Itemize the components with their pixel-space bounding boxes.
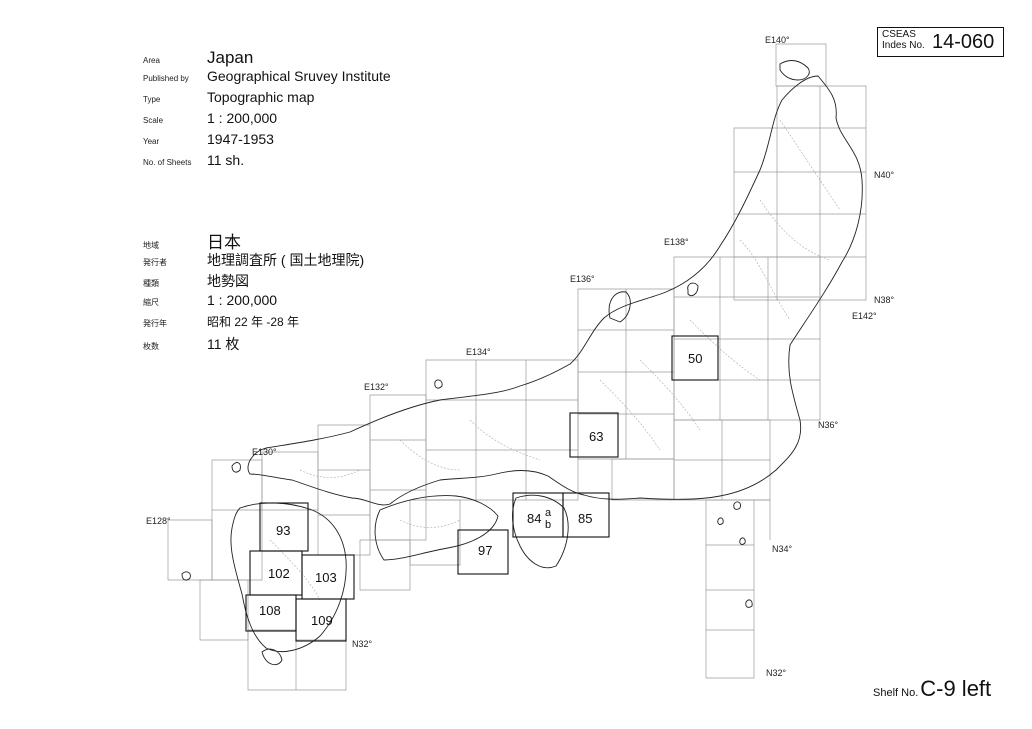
sheet-number-50: 50: [688, 351, 702, 366]
sheet-grid: [167, 43, 867, 691]
index-label: Indes No.: [882, 40, 925, 51]
jp-row-type: 種類 地勢図: [143, 271, 249, 291]
info-value: 11 sh.: [207, 152, 245, 168]
coord-n36: N36°: [818, 420, 839, 430]
info-row-publisher: Published by Geographical Sruvey Institu…: [143, 68, 391, 84]
info-label: No. of Sheets: [143, 158, 192, 167]
sheet-number-93: 93: [276, 523, 290, 538]
info-label: Type: [143, 95, 161, 104]
sheet-frame-109: [295, 598, 347, 642]
coastline: [181, 60, 863, 666]
info-row-area: Area Japan: [143, 48, 253, 68]
coord-e138: E138°: [664, 237, 689, 247]
jp-label: 発行者: [143, 258, 167, 267]
jp-row-area: 地域 日本: [143, 228, 241, 253]
sheet-number-103: 103: [315, 570, 337, 585]
info-row-year: Year 1947-1953: [143, 131, 274, 147]
info-label: Year: [143, 137, 160, 146]
shelf-number: Shelf No. C-9 left: [873, 676, 991, 702]
info-row-type: Type Topographic map: [143, 89, 314, 105]
info-label: Published by: [143, 74, 189, 83]
highlighted-sheets: [245, 335, 719, 642]
info-value: 1947-1953: [207, 131, 274, 147]
jp-value: 11 枚: [207, 336, 240, 352]
sheet-number-84a: a: [545, 507, 552, 519]
info-row-scale: Scale 1 : 200,000: [143, 110, 277, 126]
coord-n32-east: N32°: [766, 668, 787, 678]
coord-e142: E142°: [852, 311, 877, 321]
jp-label: 縮尺: [143, 298, 159, 307]
index-number-box: CSEAS Indes No. 14-060: [877, 27, 1004, 57]
jp-value: 昭和 22 年 -28 年: [207, 315, 300, 329]
sheet-number-109: 109: [311, 613, 333, 628]
info-value: Topographic map: [207, 89, 315, 105]
coord-e140: E140°: [765, 35, 790, 45]
sheet-frame-97: [457, 529, 509, 575]
coord-n34: N34°: [772, 544, 793, 554]
info-value: Japan: [207, 48, 254, 67]
jp-row-publisher: 発行者 地理調査所 ( 国土地理院): [143, 250, 364, 270]
jp-row-scale: 縮尺 1 : 200,000: [143, 292, 277, 308]
jp-label: 枚数: [143, 342, 159, 351]
coordinate-labels: E140° N40° E138° E136° N38° E142° E134° …: [146, 35, 895, 678]
jp-label: 種類: [143, 279, 159, 288]
prefecture-borders: [269, 119, 841, 601]
coord-e134: E134°: [466, 347, 491, 357]
info-label: Scale: [143, 116, 164, 125]
info-value: 1 : 200,000: [207, 110, 278, 126]
jp-value: 地勢図: [207, 273, 249, 289]
sheet-number-84: 84: [527, 511, 541, 526]
sheet-number-84b: b: [545, 519, 551, 531]
sheet-number-63: 63: [589, 429, 603, 444]
info-label: Area: [143, 56, 160, 65]
sheet-numbers: 50 63 84 a b 85 93 97 102 103 108 109: [259, 351, 702, 628]
shelf-label: Shelf No.: [873, 687, 919, 699]
coord-n40: N40°: [874, 170, 895, 180]
info-value: Geographical Sruvey Institute: [207, 68, 391, 84]
jp-label: 地域: [143, 241, 159, 250]
jp-value: 日本: [207, 233, 241, 252]
jp-label: 発行年: [143, 319, 167, 328]
coord-e132: E132°: [364, 382, 389, 392]
coord-e136: E136°: [570, 274, 595, 284]
jp-value: 1 : 200,000: [207, 292, 278, 308]
sheet-frame-85: [562, 492, 610, 538]
sheet-number-108: 108: [259, 603, 281, 618]
coord-n38: N38°: [874, 295, 895, 305]
jp-value: 地理調査所 ( 国土地理院): [207, 252, 365, 268]
coord-e130: E130°: [252, 447, 277, 457]
sheet-number-97: 97: [478, 543, 492, 558]
jp-row-sheets: 枚数 11 枚: [143, 334, 239, 354]
info-row-sheets: No. of Sheets 11 sh.: [143, 152, 244, 168]
sheet-frame-63: [569, 412, 619, 458]
sheet-frame-50: [671, 335, 719, 381]
sheet-number-102: 102: [268, 566, 290, 581]
sheet-number-85: 85: [578, 511, 592, 526]
coord-n32-west: N32°: [352, 639, 373, 649]
index-org: CSEAS: [882, 29, 916, 40]
coord-e128: E128°: [146, 516, 171, 526]
shelf-value: C-9 left: [920, 676, 992, 701]
jp-row-year: 発行年 昭和 22 年 -28 年: [143, 313, 299, 330]
index-number: 14-060: [932, 31, 995, 53]
